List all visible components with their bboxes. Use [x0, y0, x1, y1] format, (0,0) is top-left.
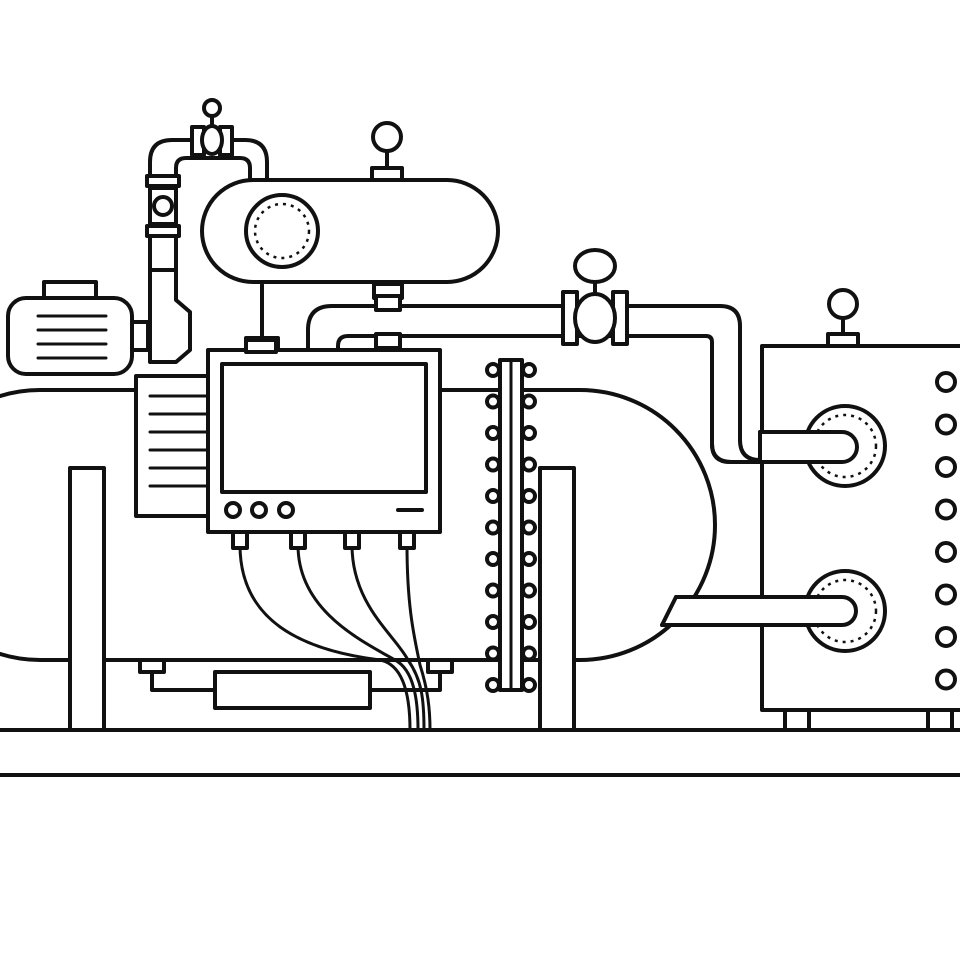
sight-glass-stud	[521, 677, 537, 693]
sight-glass-stud	[485, 645, 501, 662]
sight-glass-stud	[521, 519, 537, 536]
heat-exchanger-cabinet	[660, 344, 960, 732]
sight-glass-stud	[485, 456, 501, 473]
sight-glass-stud	[521, 425, 537, 441]
sight-glass-stud	[521, 488, 537, 504]
sight-glass-stud	[521, 456, 537, 473]
cabinet-port	[935, 456, 957, 478]
cabinet-port	[935, 541, 957, 563]
skid-base	[0, 728, 960, 777]
cabinet-port	[935, 668, 957, 691]
sight-glass-stud	[521, 393, 537, 410]
upper-tank	[200, 178, 500, 352]
sight-glass-stud	[485, 677, 501, 693]
sight-glass-stud	[521, 551, 537, 567]
panel-wires	[238, 543, 432, 732]
cabinet-port	[935, 371, 957, 393]
sight-glass-stud	[485, 582, 501, 599]
cabinet-port	[935, 583, 957, 606]
sight-glass-stud	[485, 393, 501, 410]
panel-buttons	[224, 501, 295, 519]
heat-sink	[134, 374, 212, 518]
cabinet-port	[935, 413, 957, 436]
sight-glass-stud	[485, 519, 501, 536]
control-panel	[206, 338, 442, 550]
sight-glass-stud	[485, 551, 501, 567]
cabinet-port	[935, 498, 957, 521]
sight-glass-stud	[485, 614, 501, 630]
sight-glass-stud	[485, 425, 501, 441]
sight-glass-stud	[521, 614, 537, 630]
sight-glass-stud	[521, 645, 537, 662]
sight-glass-stud	[521, 582, 537, 599]
drain-pipe	[138, 658, 454, 710]
sight-glass-stud	[485, 362, 501, 378]
sight-glass	[485, 358, 537, 693]
sight-glass-stud	[521, 362, 537, 378]
sight-glass-stud	[485, 488, 501, 504]
cabinet-port	[935, 626, 957, 648]
pipe-valve	[561, 248, 629, 346]
pressure-gauge	[370, 121, 404, 182]
cabinet-gauge	[826, 288, 860, 348]
inlet-pipe	[145, 98, 269, 364]
tank-legs	[68, 466, 576, 732]
motor-icon	[6, 280, 150, 376]
